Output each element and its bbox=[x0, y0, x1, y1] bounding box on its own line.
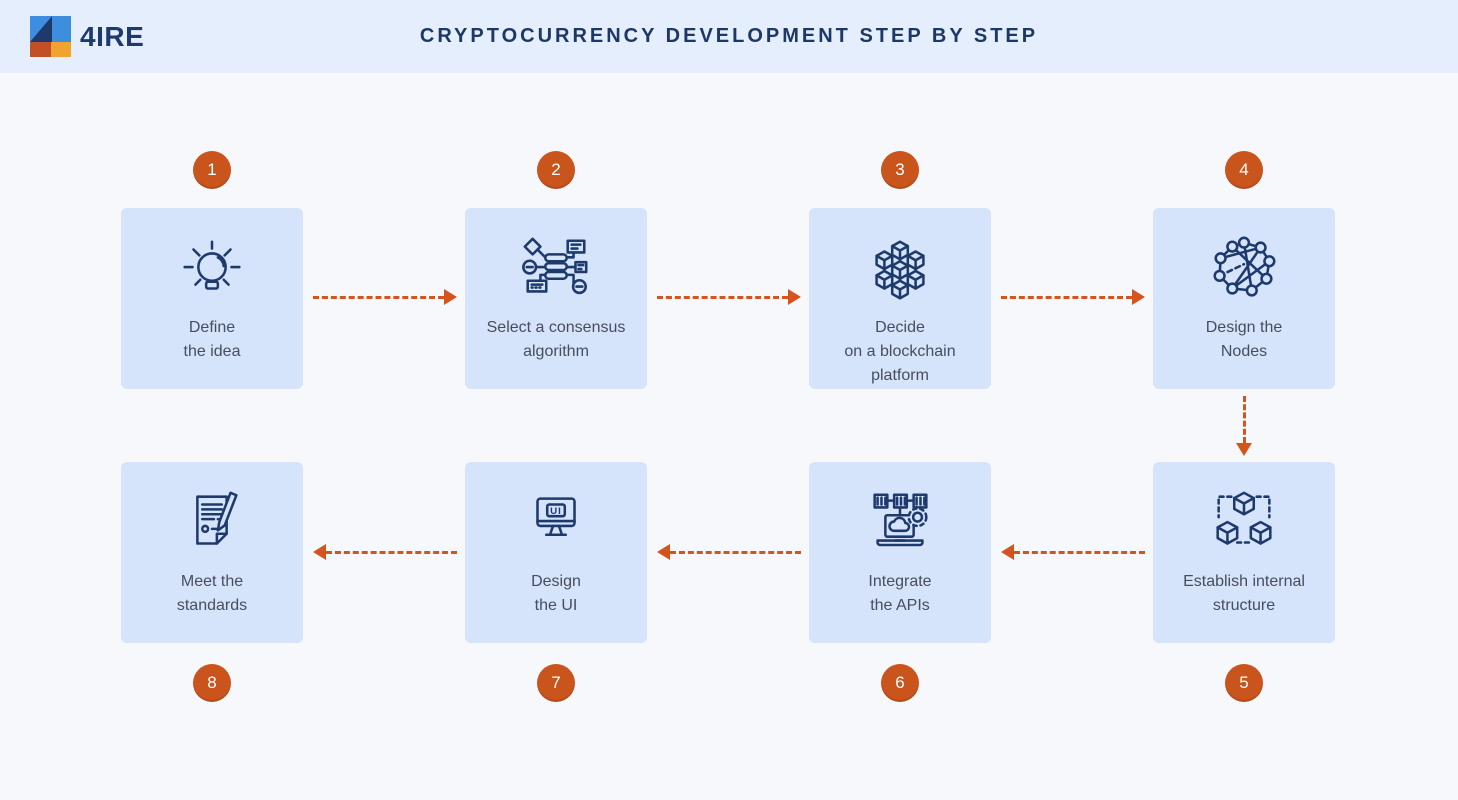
step-label: Design the Nodes bbox=[1205, 319, 1283, 360]
step-card-meet-standards: Meet the standards bbox=[121, 462, 303, 643]
logo-mark-icon bbox=[30, 16, 71, 57]
step-card-design-nodes: Design the Nodes bbox=[1153, 208, 1335, 389]
ui-monitor-icon: UI bbox=[517, 482, 595, 566]
svg-text:UI: UI bbox=[550, 506, 562, 517]
arrow-step2-to-step3 bbox=[657, 289, 801, 305]
step-number-badge-2: 2 bbox=[537, 151, 575, 189]
lightbulb-icon bbox=[173, 228, 251, 312]
step-card-internal-structure: Establish internal structure bbox=[1153, 462, 1335, 643]
arrow-step6-to-step7 bbox=[657, 544, 801, 560]
step-card-design-ui: UI Design the UI bbox=[465, 462, 647, 643]
step-number-badge-4: 4 bbox=[1225, 151, 1263, 189]
logo-text: 4IRE bbox=[80, 20, 145, 52]
step-number-badge-6: 6 bbox=[881, 664, 919, 702]
step-number-badge-8: 8 bbox=[193, 664, 231, 702]
step-number-badge-5: 5 bbox=[1225, 664, 1263, 702]
step-number-badge-1: 1 bbox=[193, 151, 231, 189]
blockchain-cubes-icon bbox=[861, 228, 939, 312]
arrow-step5-to-step6 bbox=[1001, 544, 1145, 560]
step-label: Establish internal structure bbox=[1183, 573, 1305, 614]
header-bar: 4IRE CRYPTOCURRENCY DEVELOPMENT STEP BY … bbox=[0, 0, 1458, 73]
api-laptop-icon bbox=[861, 482, 939, 566]
step-number-badge-3: 3 bbox=[881, 151, 919, 189]
step-label: Decide on a blockchain platform bbox=[844, 319, 956, 384]
step-label: Design the UI bbox=[531, 573, 581, 614]
step-label: Integrate the APIs bbox=[868, 573, 932, 614]
step-number-badge-7: 7 bbox=[537, 664, 575, 702]
step-card-consensus-algorithm: Select a consensus algorithm bbox=[465, 208, 647, 389]
step-label: Define the idea bbox=[183, 319, 241, 360]
consensus-network-icon bbox=[517, 228, 595, 312]
standards-document-icon bbox=[173, 482, 251, 566]
company-logo: 4IRE bbox=[30, 16, 144, 57]
nodes-graph-icon bbox=[1205, 228, 1283, 312]
arrow-step3-to-step4 bbox=[1001, 289, 1145, 305]
step-label: Select a consensus algorithm bbox=[486, 319, 626, 360]
structure-cubes-icon bbox=[1205, 482, 1283, 566]
arrow-step7-to-step8 bbox=[313, 544, 457, 560]
step-card-integrate-apis: Integrate the APIs bbox=[809, 462, 991, 643]
step-card-define-idea: Define the idea bbox=[121, 208, 303, 389]
page-title: CRYPTOCURRENCY DEVELOPMENT STEP BY STEP bbox=[419, 25, 1039, 47]
arrow-step1-to-step2 bbox=[313, 289, 457, 305]
step-card-blockchain-platform: Decide on a blockchain platform bbox=[809, 208, 991, 389]
arrow-step4-to-step5 bbox=[1236, 396, 1252, 456]
step-label: Meet the standards bbox=[176, 573, 248, 614]
